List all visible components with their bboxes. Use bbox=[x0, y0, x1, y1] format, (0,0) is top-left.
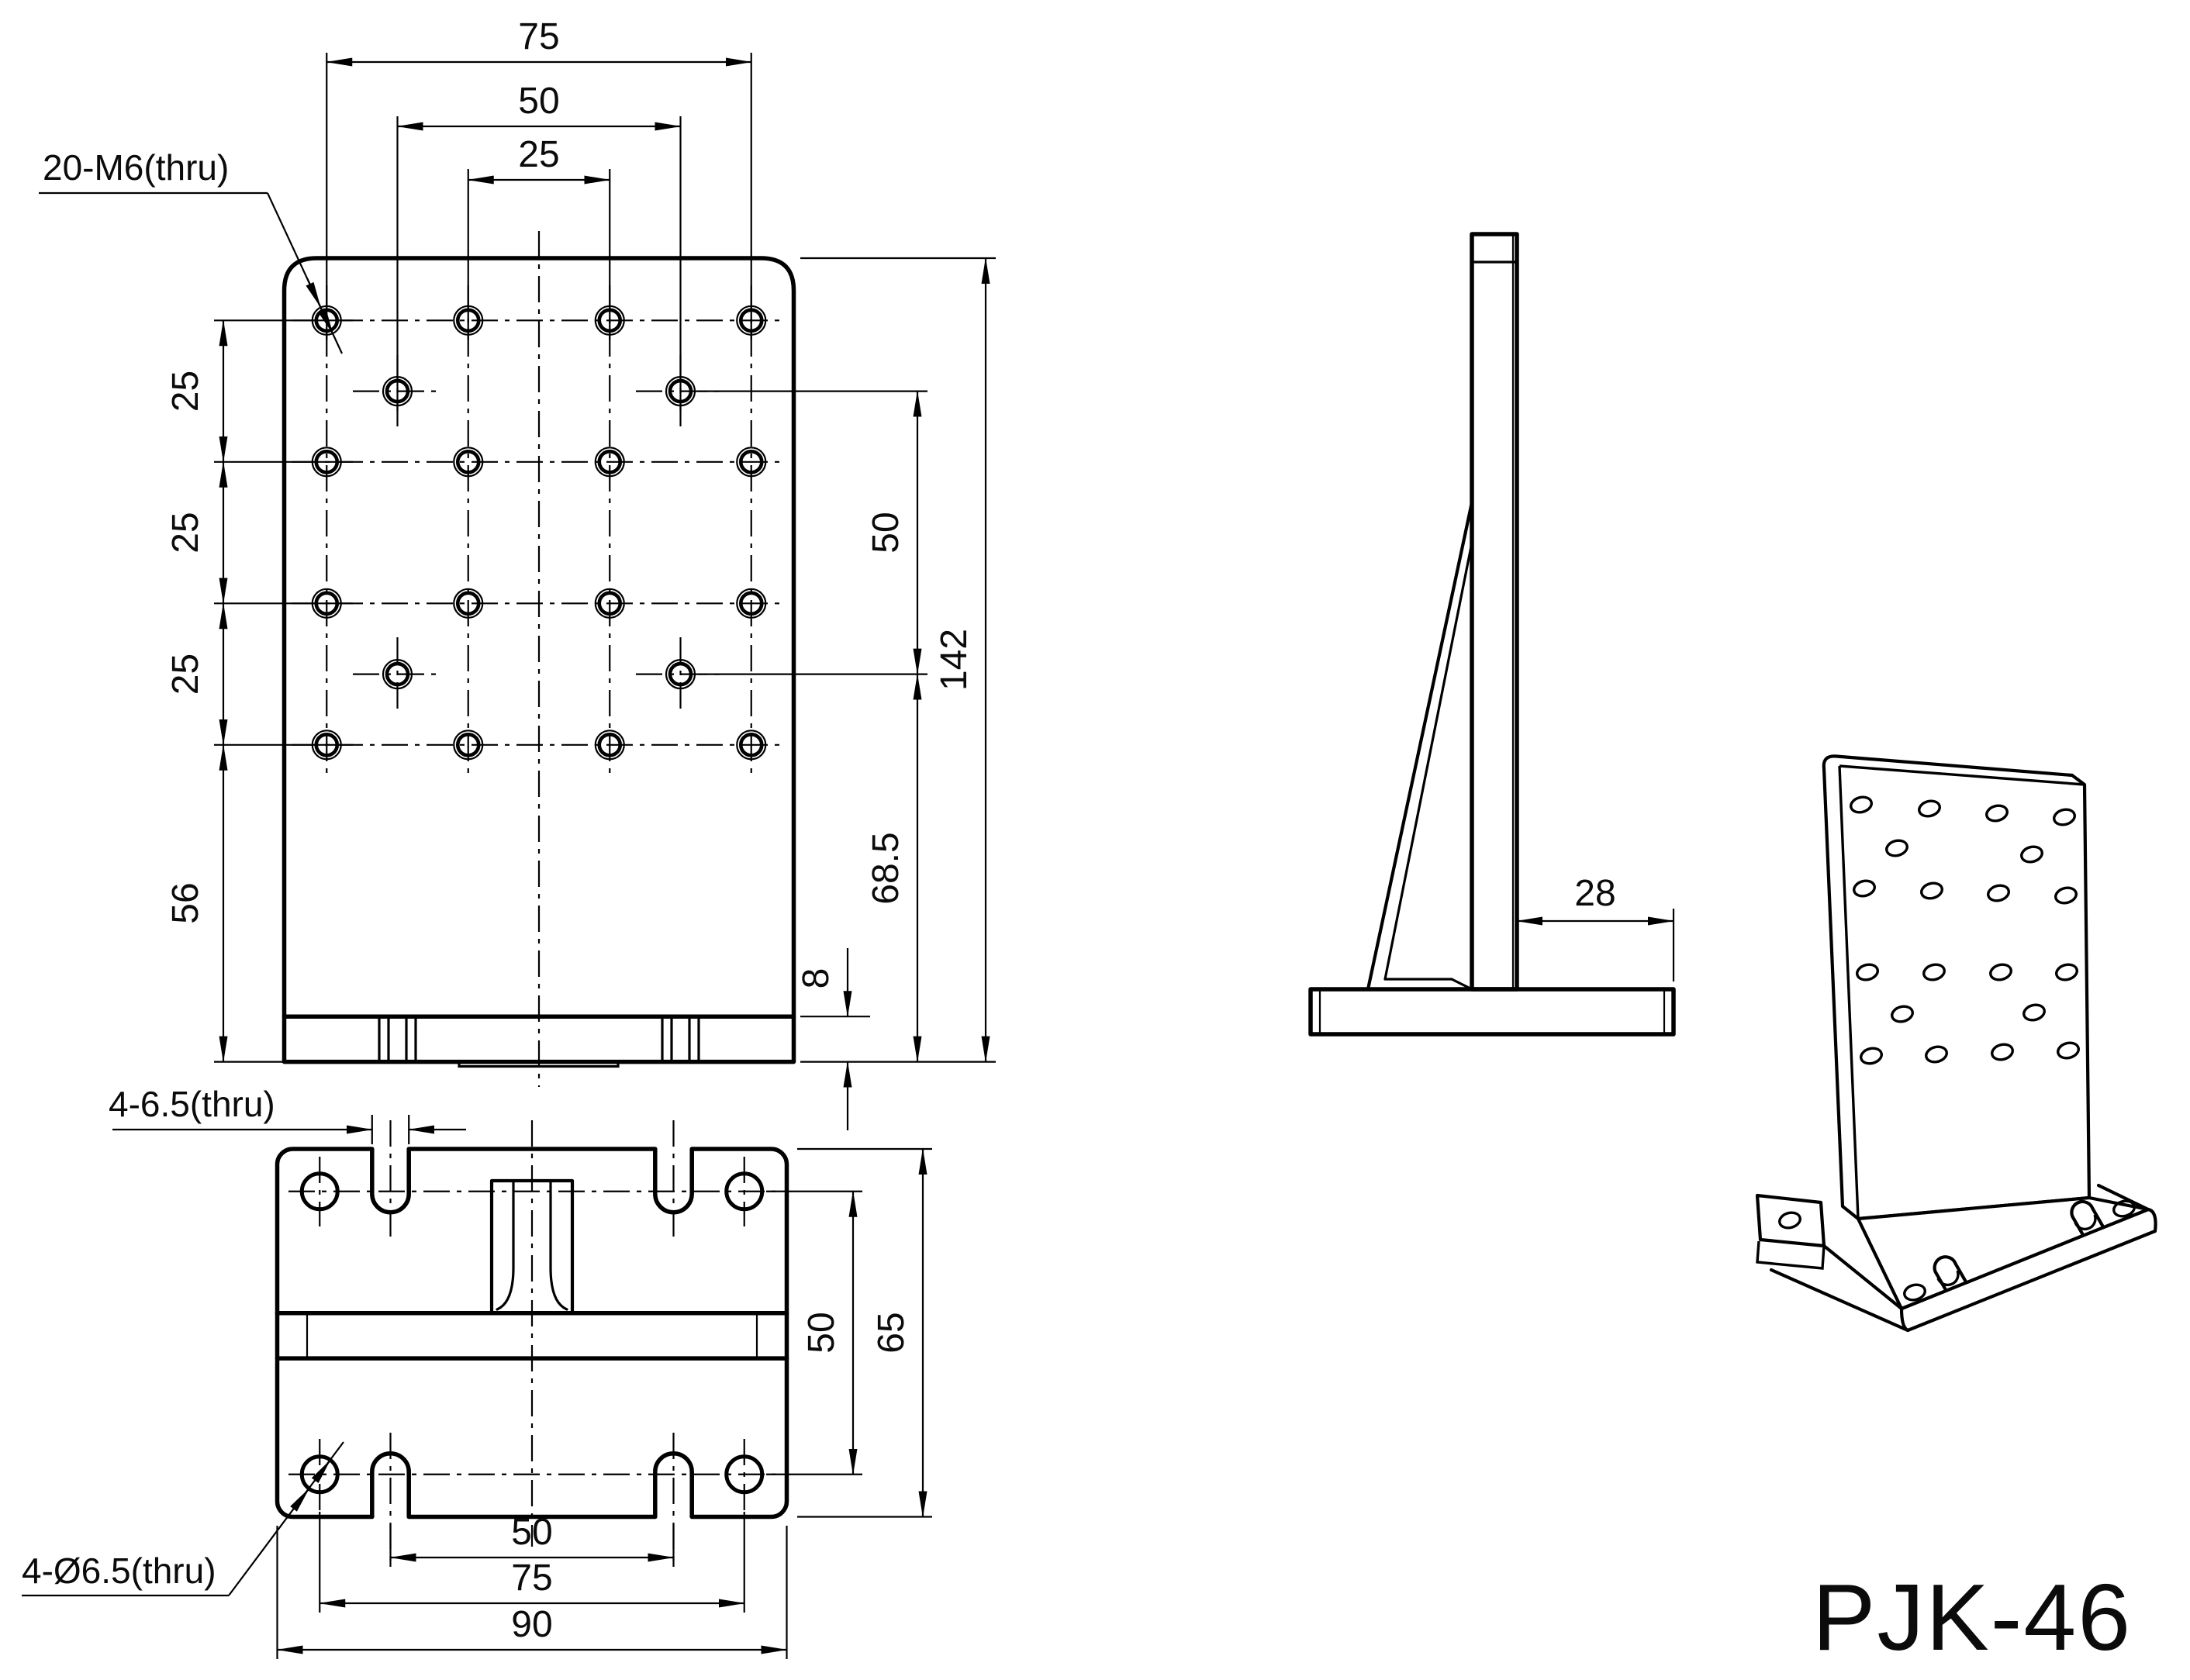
dim-65-bv-right: 65 bbox=[871, 1312, 912, 1353]
bottom-bottom-dimensions: 50 75 90 bbox=[276, 1512, 788, 1659]
isometric-view bbox=[1755, 754, 2157, 1333]
dim-56-left: 56 bbox=[165, 882, 206, 923]
dim-90-bv-bottom: 90 bbox=[511, 1604, 552, 1645]
notch-label: 4-6.5(thru) bbox=[109, 1084, 275, 1124]
dim-50-bv-right: 50 bbox=[801, 1312, 842, 1353]
dim-25-left-3: 25 bbox=[165, 654, 206, 695]
side-dimension-28: 28 bbox=[1516, 873, 1675, 981]
dim-50-right: 50 bbox=[865, 512, 907, 553]
dim-142-right: 142 bbox=[934, 629, 975, 691]
side-base bbox=[1308, 987, 1676, 1037]
dim-28: 28 bbox=[1574, 873, 1615, 914]
bottom-centerlines bbox=[288, 1120, 775, 1566]
dim-50-top: 50 bbox=[518, 81, 559, 122]
bottom-outline bbox=[275, 1147, 789, 1520]
front-top-dimensions: 75 50 25 bbox=[326, 16, 752, 411]
dim-68-5-right: 68.5 bbox=[865, 832, 907, 904]
thread-callout: 20-M6(thru) bbox=[39, 147, 343, 354]
part-number: PJK-46 bbox=[1812, 1564, 2132, 1670]
iso-back-left-tab bbox=[1755, 1193, 1826, 1270]
front-right-dimensions: 50 68.5 142 8 bbox=[698, 257, 996, 1130]
bottom-view: 50 65 50 75 90 4-6.5(thru) 4 bbox=[22, 1084, 932, 1659]
dim-75-bv-bottom: 75 bbox=[511, 1558, 552, 1599]
side-gusset bbox=[1366, 500, 1474, 992]
side-plate bbox=[1470, 232, 1519, 992]
bottom-right-dimensions: 50 65 bbox=[766, 1147, 932, 1518]
iso-base-band bbox=[1899, 1207, 2157, 1333]
notch-callout: 4-6.5(thru) bbox=[109, 1084, 466, 1144]
hole-label: 4-Ø6.5(thru) bbox=[22, 1551, 216, 1591]
side-view: 28 bbox=[1308, 232, 1676, 1037]
dim-50-bv-bottom: 50 bbox=[511, 1512, 552, 1553]
front-plate-outline bbox=[282, 256, 796, 1064]
front-view: 75 50 25 25 25 25 56 bbox=[39, 16, 996, 1130]
hole-callout: 4-Ø6.5(thru) bbox=[22, 1441, 344, 1597]
dim-25-left-2: 25 bbox=[165, 512, 206, 553]
dim-8-right: 8 bbox=[796, 968, 837, 989]
dim-25-left-1: 25 bbox=[165, 371, 206, 412]
dim-75-top: 75 bbox=[518, 16, 559, 57]
front-left-dimensions: 25 25 25 56 bbox=[165, 319, 353, 1063]
front-view-centerlines bbox=[292, 231, 786, 1087]
front-base-strip-details bbox=[378, 1015, 700, 1068]
thread-label: 20-M6(thru) bbox=[43, 147, 229, 188]
iso-plate bbox=[1822, 754, 2092, 1221]
dim-25-top: 25 bbox=[518, 134, 559, 175]
